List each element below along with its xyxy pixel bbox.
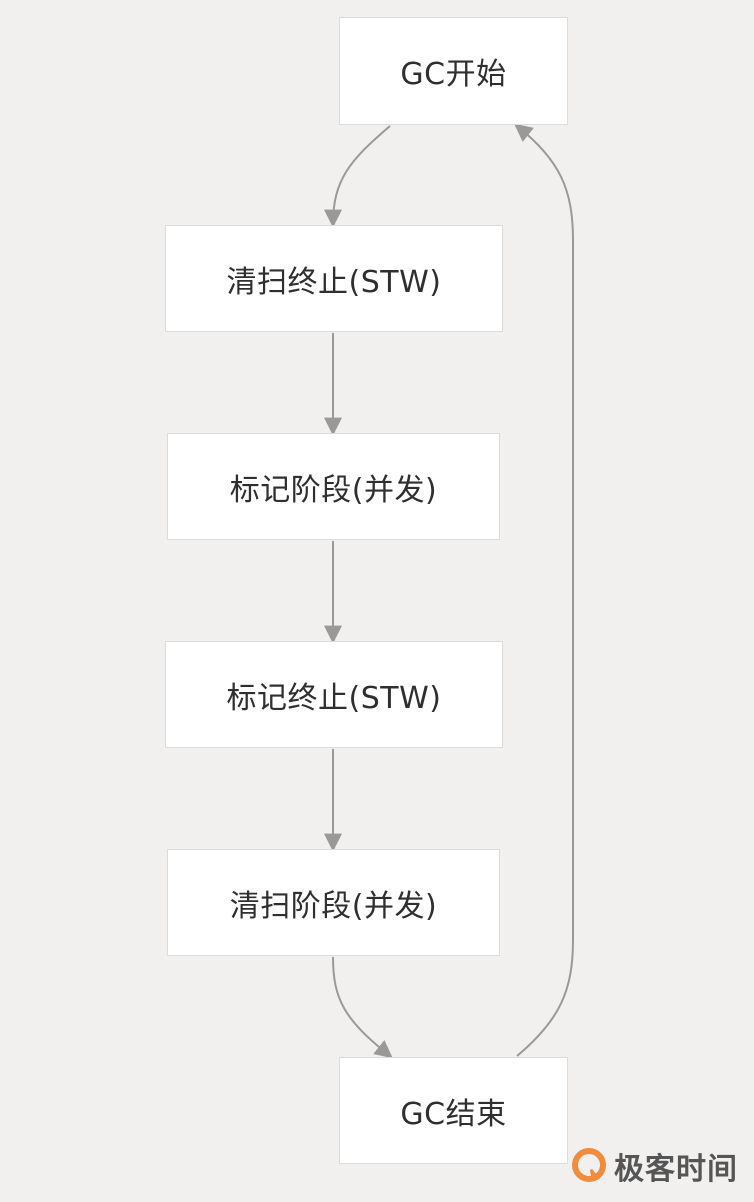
edge-sweep-to-end: [332, 956, 393, 1059]
node-mark-phase-label: 标记阶段(并发): [229, 472, 438, 508]
node-sweep-termination-label: 清扫终止(STW): [226, 264, 442, 300]
watermark-text: 极客时间: [614, 1152, 738, 1187]
node-mark-phase: 标记阶段(并发): [167, 433, 500, 540]
node-gc-start: GC开始: [339, 17, 568, 125]
geektime-logo-icon: [572, 1148, 606, 1182]
node-gc-end: GC结束: [339, 1057, 568, 1164]
edge-end-to-start: [514, 123, 574, 1057]
node-sweep-phase: 清扫阶段(并发): [167, 849, 500, 956]
node-gc-start-label: GC开始: [400, 57, 507, 92]
node-sweep-termination: 清扫终止(STW): [165, 225, 503, 332]
edge-start-to-sweep-termination: [324, 125, 391, 228]
node-sweep-phase-label: 清扫阶段(并发): [229, 888, 438, 924]
node-mark-termination-label: 标记终止(STW): [226, 680, 442, 716]
node-mark-termination: 标记终止(STW): [165, 641, 503, 748]
node-gc-end-label: GC结束: [400, 1096, 507, 1132]
geektime-watermark: 极客时间: [570, 1144, 738, 1188]
